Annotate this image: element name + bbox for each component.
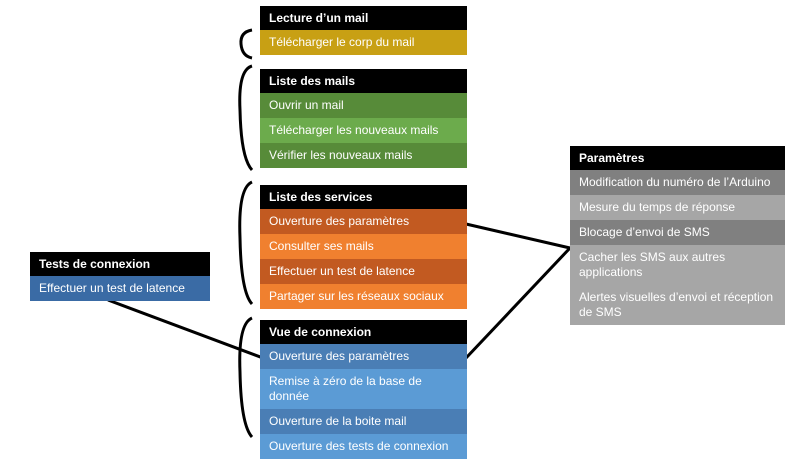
group-header-lecture-mail: Lecture d’un mail xyxy=(260,6,467,30)
group-header-parametres: Paramètres xyxy=(570,146,785,170)
group-liste-mails: Liste des mails Ouvrir un mail Télécharg… xyxy=(260,69,467,168)
line-services-to-parametres xyxy=(465,222,571,250)
group-parametres: Paramètres Modification du numéro de l’A… xyxy=(570,146,785,325)
list-item[interactable]: Consulter ses mails xyxy=(260,234,467,259)
brace-liste-services xyxy=(238,180,254,306)
list-item[interactable]: Ouverture des tests de connexion xyxy=(260,434,467,459)
group-tests-connexion: Tests de connexion Effectuer un test de … xyxy=(30,252,210,301)
list-item[interactable]: Cacher les SMS aux autres applications xyxy=(570,245,785,285)
list-item[interactable]: Effectuer un test de latence xyxy=(30,276,210,301)
group-header-liste-services: Liste des services xyxy=(260,185,467,209)
group-header-liste-mails: Liste des mails xyxy=(260,69,467,93)
list-item[interactable]: Vérifier les nouveaux mails xyxy=(260,143,467,168)
line-vue-to-parametres xyxy=(464,246,572,360)
list-item[interactable]: Partager sur les réseaux sociaux xyxy=(260,284,467,309)
list-item[interactable]: Télécharger les nouveaux mails xyxy=(260,118,467,143)
list-item[interactable]: Mesure du temps de réponse xyxy=(570,195,785,220)
list-item[interactable]: Ouverture de la boite mail xyxy=(260,409,467,434)
list-item[interactable]: Blocage d’envoi de SMS xyxy=(570,220,785,245)
list-item[interactable]: Modification du numéro de l’Arduino xyxy=(570,170,785,195)
group-vue-connexion: Vue de connexion Ouverture des paramètre… xyxy=(260,320,467,459)
group-header-tests-connexion: Tests de connexion xyxy=(30,252,210,276)
list-item[interactable]: Ouverture des paramètres xyxy=(260,344,467,369)
list-item[interactable]: Télécharger le corp du mail xyxy=(260,30,467,55)
group-header-vue-connexion: Vue de connexion xyxy=(260,320,467,344)
list-item[interactable]: Ouvrir un mail xyxy=(260,93,467,118)
group-liste-services: Liste des services Ouverture des paramèt… xyxy=(260,185,467,309)
brace-lecture-mail xyxy=(239,28,253,60)
list-item[interactable]: Alertes visuelles d’envoi et réception d… xyxy=(570,285,785,325)
brace-liste-mails xyxy=(238,64,254,172)
group-lecture-mail: Lecture d’un mail Télécharger le corp du… xyxy=(260,6,467,55)
list-item[interactable]: Effectuer un test de latence xyxy=(260,259,467,284)
list-item[interactable]: Ouverture des paramètres xyxy=(260,209,467,234)
brace-vue-connexion xyxy=(238,316,254,439)
list-item[interactable]: Remise à zéro de la base de donnée xyxy=(260,369,467,409)
